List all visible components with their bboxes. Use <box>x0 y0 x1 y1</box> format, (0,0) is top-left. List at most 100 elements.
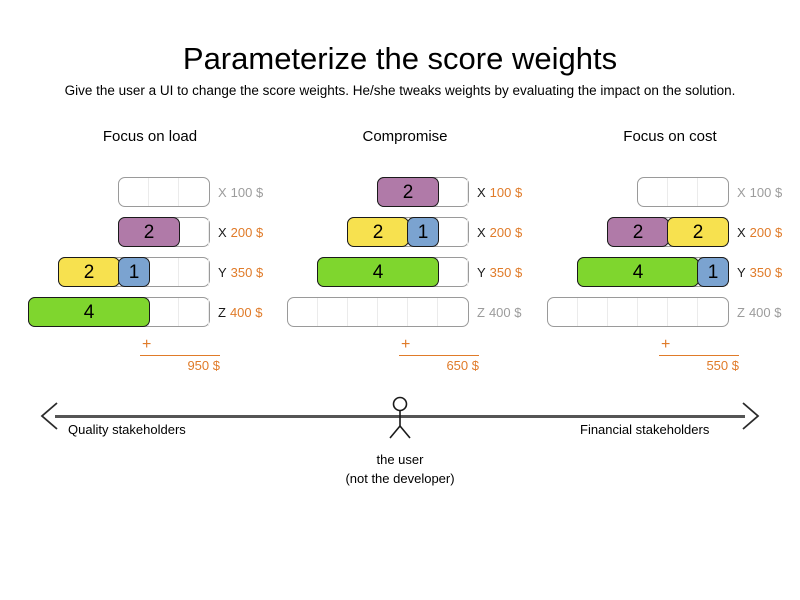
slider-cell[interactable] <box>438 218 468 246</box>
row-amount: 350 $ <box>489 264 523 280</box>
row-letter: X <box>737 224 746 240</box>
slider-cell[interactable] <box>119 178 149 206</box>
row-amount: 400 $ <box>229 304 263 320</box>
total-value: 950 $ <box>187 358 220 373</box>
weight-slider-track[interactable] <box>637 177 729 207</box>
total-rule <box>659 355 739 356</box>
row-letter: Y <box>477 264 486 280</box>
row-letter: X <box>477 184 486 200</box>
scenario-title: Focus on load <box>102 128 198 145</box>
weight-segment[interactable]: 4 <box>317 257 439 287</box>
row-letter: X <box>737 184 746 200</box>
row-amount: 400 $ <box>488 304 522 320</box>
weight-segment[interactable]: 2 <box>347 217 409 247</box>
weight-segment[interactable]: 1 <box>697 257 729 287</box>
slider-cell[interactable] <box>179 298 209 326</box>
weight-segment[interactable]: 1 <box>407 217 439 247</box>
slider-cell[interactable] <box>149 298 179 326</box>
slider-cell[interactable] <box>318 298 348 326</box>
arrow-right-icon <box>742 402 760 430</box>
row-amount: 350 $ <box>749 264 783 280</box>
slider-cell[interactable] <box>149 258 179 286</box>
weight-segment[interactable]: 2 <box>118 217 180 247</box>
slider-cell[interactable] <box>698 298 728 326</box>
user-caption-line-1: the user <box>376 452 424 467</box>
row-amount: 100 $ <box>489 184 523 200</box>
weight-slider-track[interactable] <box>547 297 729 327</box>
slider-cell[interactable] <box>179 178 209 206</box>
weight-slider-track[interactable]: 2 <box>377 177 469 207</box>
page-subtitle: Give the user a UI to change the score w… <box>64 82 736 98</box>
slider-cell[interactable] <box>408 298 438 326</box>
slider-cell[interactable] <box>179 258 209 286</box>
slider-cell[interactable] <box>149 178 179 206</box>
total-value: 650 $ <box>446 358 479 373</box>
slider-cell[interactable] <box>698 178 728 206</box>
slider-cell[interactable] <box>608 298 638 326</box>
row-amount: 200 $ <box>749 224 783 240</box>
spectrum-right-label: Financial stakeholders <box>580 422 710 437</box>
total-value: 550 $ <box>706 358 739 373</box>
scenario-total: +550 $ <box>659 337 739 373</box>
slider-cell[interactable] <box>179 218 209 246</box>
slider-cell[interactable] <box>638 298 668 326</box>
row-amount: 400 $ <box>748 304 782 320</box>
user-figure-caption: the user (not the developer) <box>280 450 520 488</box>
weight-segment[interactable]: 2 <box>58 257 120 287</box>
row-amount: 100 $ <box>749 184 783 200</box>
row-letter: Z <box>218 304 226 320</box>
row-letter: Y <box>218 264 227 280</box>
slider-cell[interactable] <box>548 298 578 326</box>
weight-segment[interactable]: 2 <box>667 217 729 247</box>
weight-slider-track[interactable] <box>118 177 210 207</box>
row-amount: 350 $ <box>230 264 264 280</box>
scenario-title: Focus on cost <box>623 128 717 145</box>
slider-cell[interactable] <box>348 298 378 326</box>
slider-cell[interactable] <box>638 178 668 206</box>
weight-slider-track[interactable]: 2 <box>118 217 210 247</box>
slider-cell[interactable] <box>378 298 408 326</box>
weight-segment[interactable]: 4 <box>28 297 150 327</box>
arrow-left-icon <box>40 402 58 430</box>
weight-segment[interactable]: 4 <box>577 257 699 287</box>
weight-slider-track[interactable]: 4 <box>28 297 210 327</box>
row-letter: X <box>218 184 227 200</box>
weight-segment[interactable]: 2 <box>607 217 669 247</box>
slider-cell[interactable] <box>438 258 468 286</box>
slider-cell[interactable] <box>578 298 608 326</box>
slider-cell[interactable] <box>668 178 698 206</box>
weight-segment[interactable]: 1 <box>118 257 150 287</box>
total-plus-sign: + <box>401 336 411 353</box>
slider-cell[interactable] <box>668 298 698 326</box>
weight-slider-track[interactable] <box>287 297 469 327</box>
scenario-total: +950 $ <box>140 336 220 373</box>
slider-cell[interactable] <box>288 298 318 326</box>
slider-cell[interactable] <box>438 178 468 206</box>
weight-segment[interactable]: 2 <box>377 177 439 207</box>
weight-slider-track[interactable]: 4 <box>317 257 469 287</box>
total-plus-sign: + <box>142 336 152 353</box>
slider-cell[interactable] <box>438 298 468 326</box>
user-stick-figure-icon <box>382 395 418 443</box>
